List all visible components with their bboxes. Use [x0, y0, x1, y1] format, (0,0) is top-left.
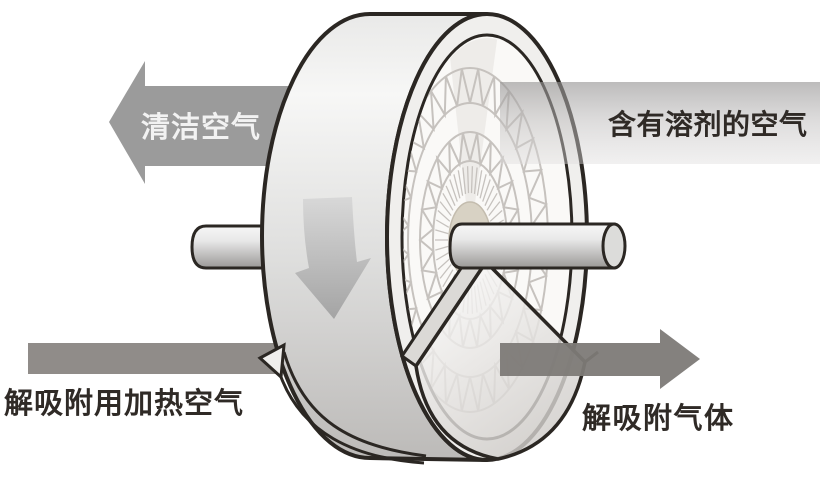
sector-cut-strip-inner — [282, 351, 427, 458]
label-clean-air: 清洁空气 — [141, 110, 261, 144]
left-shaft — [190, 224, 274, 270]
desorption-heated-air-bar-icon — [28, 343, 278, 374]
right-shaft-end-cap — [601, 222, 627, 270]
solvent-air-flow-band-icon — [500, 82, 820, 164]
label-desorption-heated-air: 解吸附用加热空气 — [4, 386, 244, 420]
sector-cut-notch — [257, 342, 286, 381]
rotation-arrow-icon — [295, 197, 371, 319]
label-desorbed-gas: 解吸附气体 — [582, 402, 735, 435]
clean-air-arrow-icon — [109, 61, 308, 184]
right-shaft — [448, 222, 616, 270]
desorbed-gas-arrow-icon — [500, 329, 700, 389]
face-top-shading-sector — [446, 38, 500, 240]
label-solvent-laden-air: 含有溶剂的空气 — [608, 108, 808, 140]
sector-cut-strip-outer — [279, 376, 425, 465]
